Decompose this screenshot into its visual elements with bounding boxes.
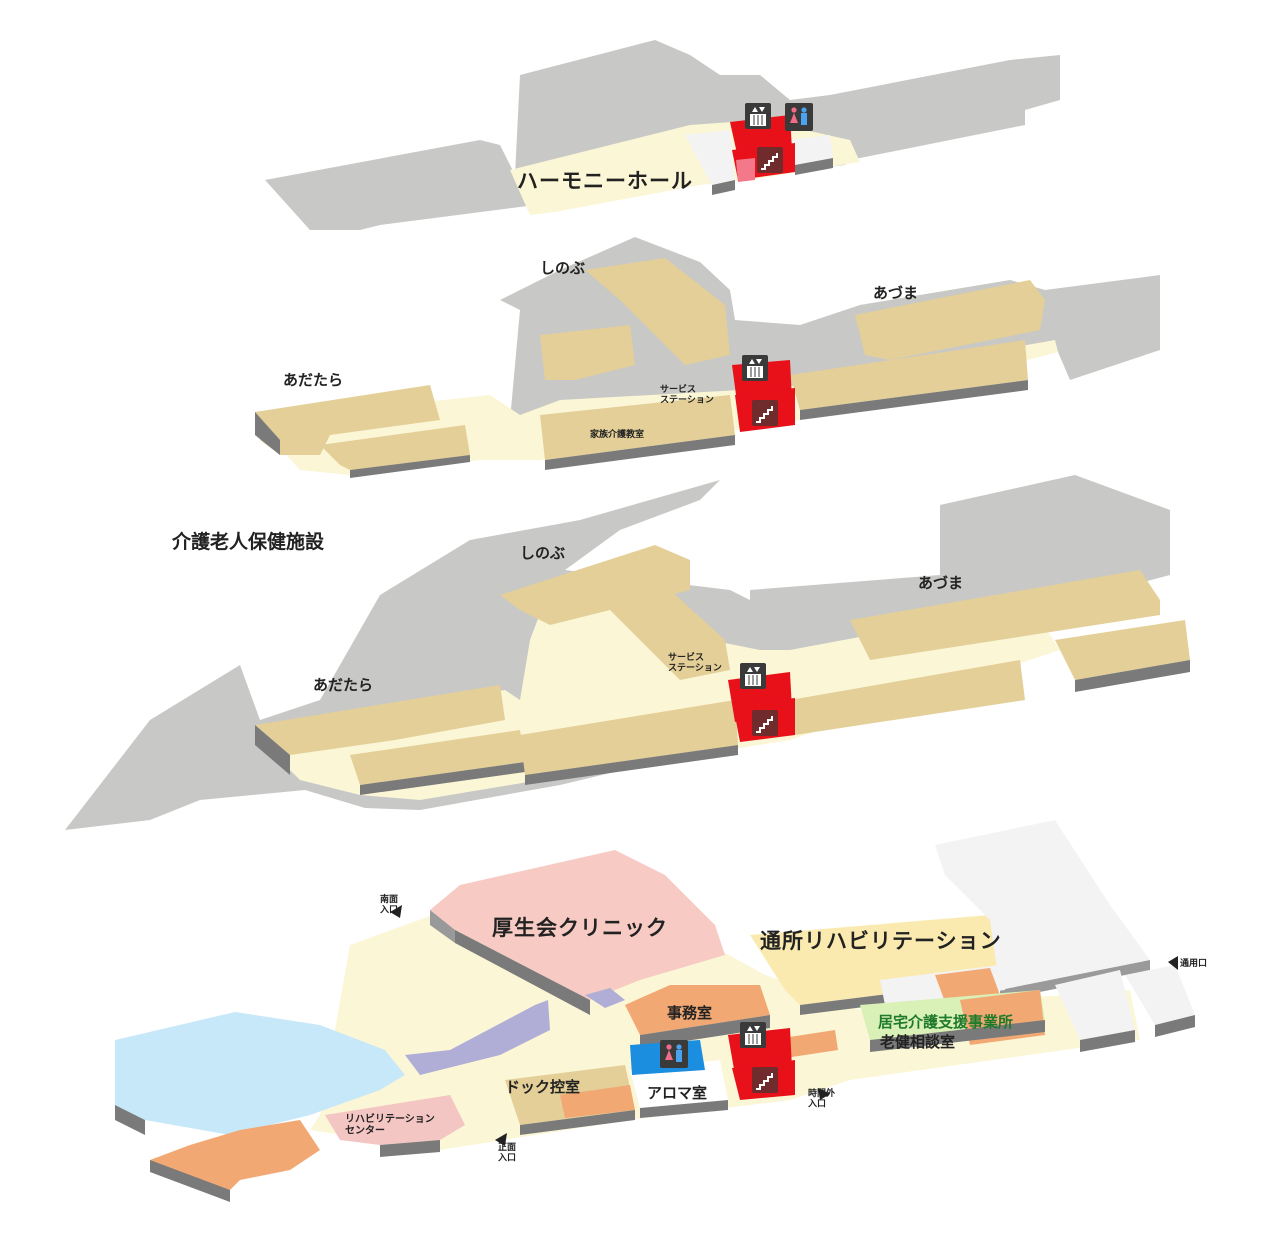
wing-room [520, 700, 738, 775]
office-label: 事務室 [667, 1004, 712, 1022]
wing-room [850, 570, 1160, 660]
home-care-side [870, 1020, 1045, 1052]
orange-room [935, 968, 1000, 1002]
entrance-arrow-icon [818, 1088, 830, 1100]
floor-4: ハーモニーホール [265, 40, 1060, 230]
white-block [1055, 970, 1135, 1040]
service-station-label: サービスステーション [668, 651, 722, 673]
orange-side [150, 1160, 230, 1202]
harmony-hall-label: ハーモニーホール [517, 169, 693, 193]
lightblue-area [115, 1012, 405, 1135]
after-hours-entrance-label: 時間外入口 [807, 1087, 835, 1109]
floor-3: しのぶ あづま あだたら サービスステーション 家族介護教室 [255, 237, 1160, 478]
wing-room-side [350, 455, 470, 478]
stairwell-light [736, 158, 755, 182]
clinic-side [455, 930, 590, 1015]
toilet-icon [785, 103, 813, 131]
home-care-label: 居宅介護支援事業所 [878, 1013, 1013, 1031]
wing-room [1055, 620, 1190, 680]
white-block-side [1155, 1015, 1195, 1037]
aroma-label: アロマ室 [647, 1084, 707, 1102]
toilet-icon [660, 1040, 688, 1068]
white-block-side [1080, 1030, 1135, 1052]
aroma-side [640, 1100, 728, 1118]
wing-room [790, 340, 1028, 410]
wing-room-side [545, 435, 735, 470]
consult-label: 老健相談室 [879, 1033, 955, 1051]
stairs-icon [751, 399, 779, 427]
floor-1: 厚生会クリニック 通所リハビリテーション 事務室 居宅介護支援事業所 老健相談室… [115, 820, 1207, 1202]
azuma-label: あづま [873, 284, 918, 302]
room-block [685, 130, 735, 185]
elevator-icon [741, 354, 769, 382]
purple-area [405, 1000, 550, 1075]
wing-room [320, 425, 470, 470]
white-block [1125, 965, 1195, 1025]
clinic-label: 厚生会クリニック [492, 916, 668, 940]
dock-side [520, 1110, 635, 1135]
facility-title: 介護老人保健施設 [171, 530, 325, 553]
wing-room [600, 590, 730, 680]
stairs-icon [751, 1066, 779, 1094]
wing-room-side [1075, 660, 1190, 692]
white-block-side [1000, 960, 1150, 1000]
office-side [640, 1015, 770, 1048]
staff-entrance-label: 通用口 [1180, 957, 1207, 969]
room-side [712, 180, 735, 195]
stairs-icon [756, 146, 784, 174]
lightblue-side [115, 1105, 145, 1135]
floor-2: しのぶ あづま あだたら サービスステーション [65, 475, 1190, 830]
rehab-center [325, 1095, 465, 1145]
service-station-label: サービスステーション [660, 383, 714, 405]
wing-room [540, 325, 635, 380]
wing-room-side [255, 725, 290, 775]
adatara-label: あだたら [313, 676, 373, 694]
rehab-center-label: リハビリテーションセンター [345, 1112, 435, 1137]
dock-orange [560, 1085, 635, 1118]
wing-room [855, 280, 1045, 360]
wing-room [585, 258, 730, 365]
front-entrance-label: 正面入口 [497, 1142, 516, 1163]
wing-room [350, 730, 525, 785]
entrance-arrow-icon [495, 1133, 507, 1146]
wing-room [500, 545, 690, 625]
clinic-area [430, 850, 725, 1000]
adatara-label: あだたら [283, 371, 343, 389]
day-rehab-label: 通所リハビリテーション [760, 929, 1002, 953]
clinic-side [430, 910, 455, 943]
purple-area [585, 988, 625, 1008]
elevator-icon [739, 662, 767, 690]
wing-room [790, 660, 1025, 735]
elevator-icon [739, 1021, 767, 1049]
wing-room-side [800, 380, 1028, 420]
white-block [935, 820, 1150, 990]
office-area [625, 985, 770, 1035]
azuma-label: あづま [918, 574, 963, 592]
wing-room-side [255, 412, 280, 455]
wing-room [255, 685, 505, 755]
room-side [795, 158, 833, 175]
wing-room [540, 395, 735, 460]
entrance-arrow-icon [390, 905, 402, 918]
dock-label: ドック控室 [505, 1078, 580, 1096]
stairs-icon [751, 709, 779, 737]
shinobu-label: しのぶ [520, 544, 565, 562]
wing-room-side [525, 745, 738, 785]
room-block [790, 135, 833, 165]
wing-room-side [360, 762, 525, 795]
rehab-side [380, 1140, 440, 1157]
family-care-class-label: 家族介護教室 [590, 428, 644, 440]
orange-area [150, 1120, 320, 1190]
elevator-icon [744, 102, 772, 130]
south-entrance-label: 南面入口 [379, 893, 398, 915]
entrance-arrow-icon [1168, 956, 1178, 970]
shinobu-label: しのぶ [540, 259, 585, 277]
wing-room [255, 385, 440, 455]
